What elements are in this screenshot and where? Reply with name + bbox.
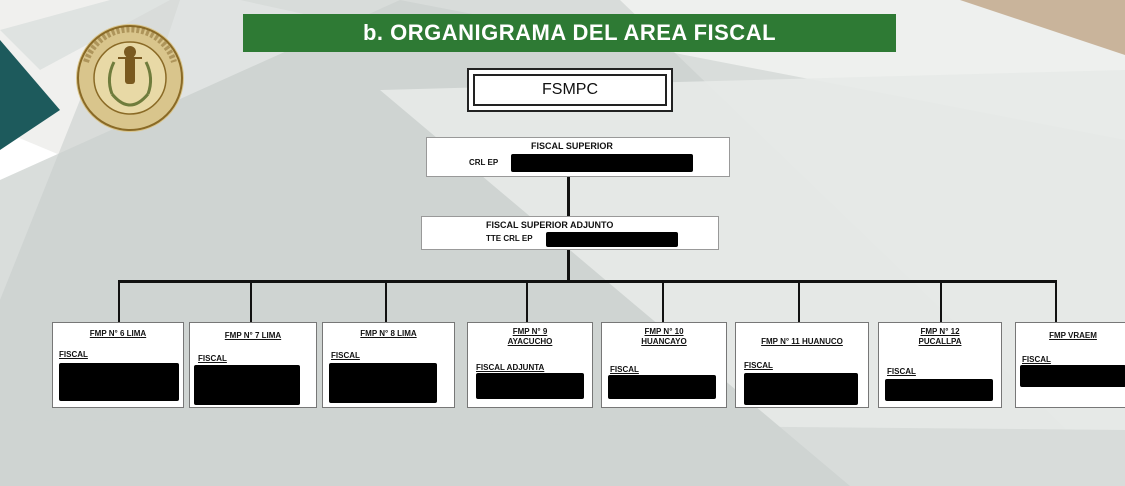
connector-line <box>526 280 528 324</box>
unit-title: FMP N° 9 AYACUCHO <box>507 327 553 346</box>
connector-line <box>662 280 664 324</box>
fsmpc-label: FSMPC <box>473 74 667 106</box>
unit-role: FISCAL <box>59 350 88 359</box>
unit-title: FMP N° 6 LIMA <box>89 329 147 338</box>
page-title: b. ORGANIGRAMA DEL AREA FISCAL <box>243 14 896 52</box>
redaction-block <box>511 154 693 172</box>
fuero-militar-policial-seal-icon <box>76 24 184 132</box>
connector-line <box>385 280 387 324</box>
connector-line <box>250 280 252 324</box>
fsmpc-box: FSMPC <box>467 68 673 112</box>
unit-box-fmp-9: FMP N° 9 AYACUCHO FISCAL ADJUNTA <box>467 322 593 408</box>
redaction-block <box>885 379 993 401</box>
redaction-block <box>476 373 584 399</box>
unit-title: FMP N° 8 LIMA <box>360 329 417 338</box>
unit-box-fmp-7: FMP N° 7 LIMA FISCAL <box>189 322 317 408</box>
unit-title: FMP N° 11 HUANUCO <box>761 337 843 346</box>
redaction-block <box>546 232 678 247</box>
redaction-block <box>744 373 858 405</box>
unit-title: FMP VRAEM <box>1049 331 1097 340</box>
connector-line <box>118 280 120 324</box>
fiscal-adjunto-rank: TTE CRL EP <box>486 234 533 243</box>
unit-role: FISCAL <box>887 367 916 376</box>
unit-box-fmp-6: FMP N° 6 LIMA FISCAL <box>52 322 184 408</box>
redaction-block <box>194 365 300 405</box>
fiscal-adjunto-title: FISCAL SUPERIOR ADJUNTO <box>486 220 614 230</box>
connector-line <box>798 280 800 324</box>
unit-box-fmp-12: FMP N° 12 PUCALLPA FISCAL <box>878 322 1002 408</box>
connector-line <box>1055 280 1057 324</box>
fiscal-superior-rank: CRL EP <box>469 158 499 167</box>
redaction-block <box>1020 365 1125 387</box>
connector-line <box>567 249 570 282</box>
unit-role: FISCAL <box>198 354 227 363</box>
unit-box-fmp-11: FMP N° 11 HUANUCO FISCAL <box>735 322 869 408</box>
unit-title: FMP N° 7 LIMA <box>224 331 282 340</box>
redaction-block <box>608 375 716 399</box>
unit-box-fmp-8: FMP N° 8 LIMA FISCAL <box>322 322 455 408</box>
connector-line <box>940 280 942 324</box>
unit-role: FISCAL ADJUNTA <box>476 363 545 372</box>
unit-title: FMP N° 10 HUANCAYO <box>641 327 687 346</box>
unit-box-fmp-vraem: FMP VRAEM FISCAL <box>1015 322 1125 408</box>
fiscal-superior-title: FISCAL SUPERIOR <box>531 141 613 151</box>
redaction-block <box>329 363 437 403</box>
fiscal-adjunto-box: FISCAL SUPERIOR ADJUNTO TTE CRL EP <box>421 216 719 250</box>
fiscal-superior-box: FISCAL SUPERIOR CRL EP <box>426 137 730 177</box>
unit-role: FISCAL <box>331 351 360 360</box>
unit-role: FISCAL <box>610 365 639 374</box>
unit-role: FISCAL <box>1022 355 1051 364</box>
connector-line <box>567 175 570 217</box>
redaction-block <box>59 363 179 401</box>
unit-title: FMP N° 12 PUCALLPA <box>918 327 962 346</box>
connector-horizontal-line <box>118 280 1056 283</box>
unit-box-fmp-10: FMP N° 10 HUANCAYO FISCAL <box>601 322 727 408</box>
unit-role: FISCAL <box>744 361 773 370</box>
